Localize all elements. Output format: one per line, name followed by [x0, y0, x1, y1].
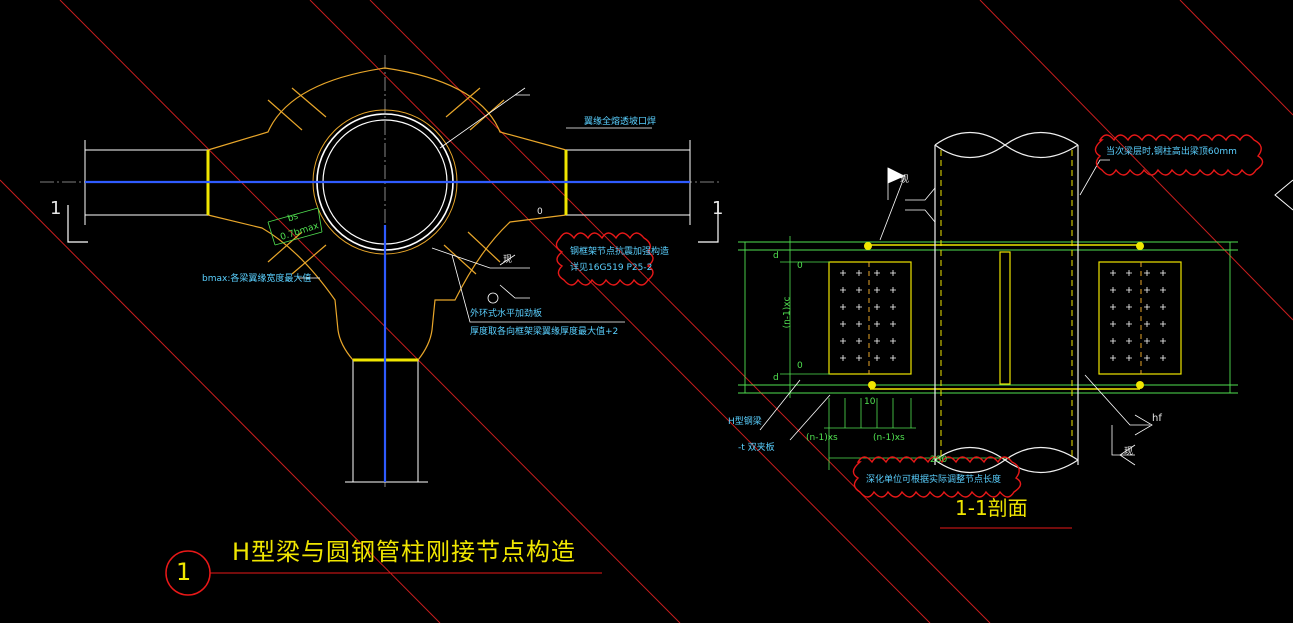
dim-280: 280 — [930, 455, 948, 465]
beam-note: H型钢梁 — [728, 417, 762, 427]
weld-mark-section: 现 — [1124, 447, 1134, 457]
drawing-title: H型梁与圆钢管柱刚接节点构造 — [232, 538, 577, 566]
xs-left: (n-1)xs — [806, 433, 838, 443]
xs-right: (n-1)xs — [873, 433, 905, 443]
bolt-group-right — [1110, 270, 1166, 361]
tube-note: 当次梁层时,钢柱高出梁顶60mm — [1106, 147, 1237, 157]
gap-dimension: 10 — [864, 397, 876, 407]
section-title: 1-1剖面 — [955, 496, 1028, 520]
stiffener-ref-line2: 详见16G519 P25-2 — [570, 263, 653, 273]
ring-plate-note-line2: 厚度取各向框架梁翼缘厚度最大值+2 — [470, 327, 619, 337]
edge-distance-top: 0 — [797, 261, 803, 271]
plate-note: -t 双夹板 — [738, 443, 775, 453]
revision-cloud-stiffener — [555, 232, 654, 286]
edge-distance-bottom: 0 — [797, 361, 803, 371]
d-bottom: d — [773, 373, 779, 383]
cut-mark-right: 1 — [712, 198, 724, 219]
revision-cloud-bolt — [852, 456, 1022, 498]
bmax-note: bmax:各梁翼缘宽度最大值 — [202, 274, 312, 284]
ring-plate-outline — [207, 67, 567, 361]
stiffener-ref-line1: 钢框架节点抗震加强构造 — [570, 247, 670, 257]
d-top: d — [773, 251, 779, 261]
hf-label: hf — [1152, 413, 1162, 424]
flag-mark: 现 — [900, 175, 910, 185]
plan-view — [40, 55, 720, 596]
bolt-length-note: 深化单位可根据实际调整节点长度 — [866, 475, 1002, 485]
detail-number: 1 — [176, 558, 192, 586]
weld-size-plan: 0 — [537, 207, 543, 217]
section-view — [738, 131, 1293, 529]
flange-weld-note: 翼缘全熔透坡口焊 — [584, 117, 657, 127]
cut-mark-left: 1 — [50, 198, 62, 219]
pitch-dimension: (n-1)xc — [782, 296, 793, 329]
revision-cloud-tube — [1094, 134, 1264, 176]
weld-mark-plan: 现 — [503, 255, 513, 265]
bolt-group-left — [840, 270, 896, 361]
ring-plate-note-line1: 外环式水平加劲板 — [470, 309, 543, 319]
